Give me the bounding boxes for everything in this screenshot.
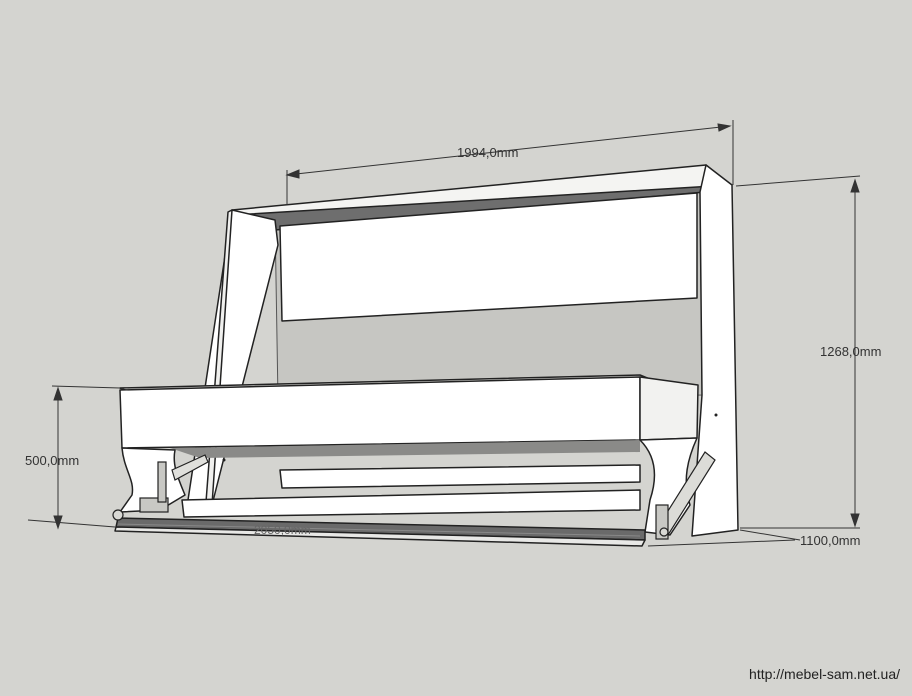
arrowhead xyxy=(53,515,63,530)
seat-height-label: 500,0mm xyxy=(25,453,79,468)
arrowhead xyxy=(53,386,63,401)
left-mechanism xyxy=(112,454,209,521)
hole-marker xyxy=(222,458,226,462)
left-lever xyxy=(171,454,209,481)
width-label: 1994,0mm xyxy=(457,145,518,160)
left-bracket-arm xyxy=(157,461,167,503)
hole-marker xyxy=(714,413,718,417)
right-pivot xyxy=(659,527,669,537)
height-ext-top xyxy=(735,175,861,187)
bed-length-label: 2050,0mm xyxy=(254,523,311,537)
arrowhead xyxy=(850,513,860,528)
right-side-panel xyxy=(691,164,739,537)
watermark-url: http://mebel-sam.net.ua/ xyxy=(749,666,900,682)
bed-base xyxy=(114,437,698,547)
arrowhead xyxy=(717,123,732,132)
seat-ext-top xyxy=(51,385,121,389)
back-board xyxy=(279,192,698,322)
depth-ext xyxy=(739,529,801,541)
arrowhead xyxy=(285,169,300,179)
mattress-side xyxy=(639,376,699,441)
inner-slab xyxy=(279,464,641,489)
width-dimension-line xyxy=(286,125,731,176)
depth-label: 1100,0mm xyxy=(800,533,860,548)
bottom-board xyxy=(114,526,646,547)
seat-ext-bottom xyxy=(27,519,116,528)
depth-dimension-line xyxy=(647,539,796,547)
height-label: 1268,0mm xyxy=(820,344,881,359)
dimension-lines xyxy=(27,120,861,547)
inner-slab-lower xyxy=(181,489,641,518)
mattress-front xyxy=(119,376,641,449)
bed-length-dimension-line xyxy=(117,523,641,537)
bed-mattress-block xyxy=(119,374,699,458)
arrowhead xyxy=(850,178,860,193)
cabinet-frame xyxy=(187,164,739,537)
mattress-shadow xyxy=(170,440,640,458)
right-mechanism xyxy=(655,451,716,540)
left-pivot xyxy=(112,509,124,521)
